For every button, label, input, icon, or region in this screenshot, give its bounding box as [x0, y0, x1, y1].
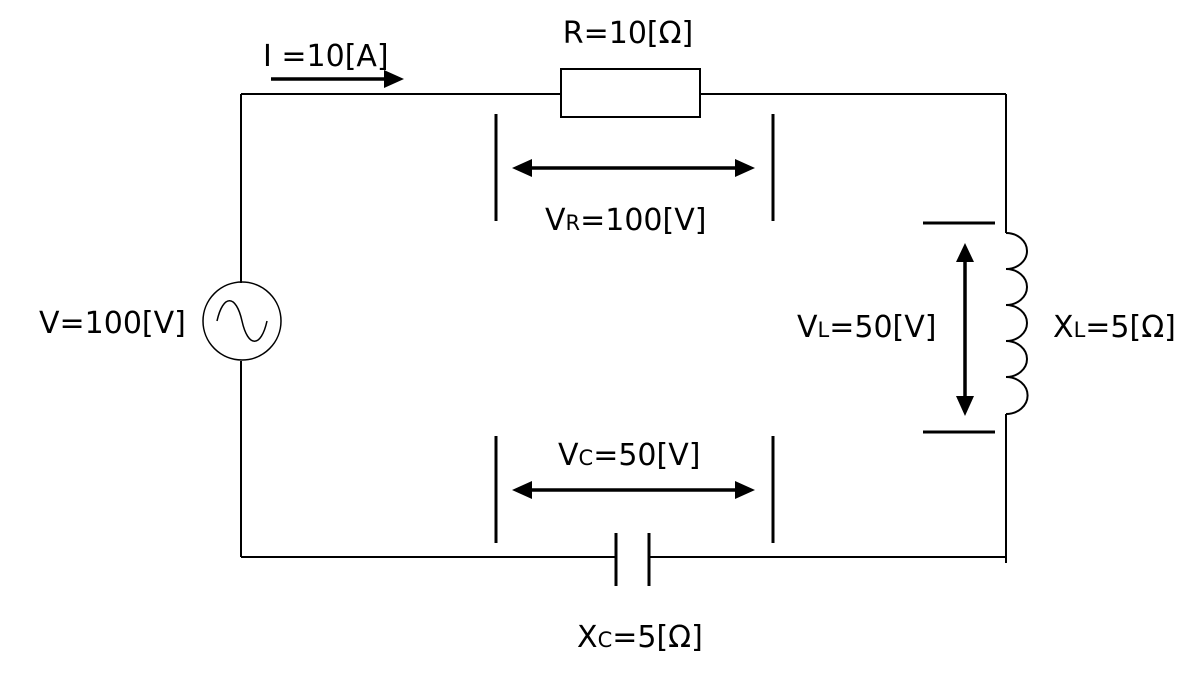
vl-label: VL=50[V]	[797, 310, 936, 345]
vl-double-arrow	[956, 243, 974, 416]
capacitor-symbol	[614, 533, 651, 586]
xl-label: XL=5[Ω]	[1053, 310, 1176, 345]
xc-label: XC=5[Ω]	[577, 620, 703, 655]
current-arrow	[271, 70, 404, 88]
circuit-wires	[240, 93, 1007, 563]
vc-double-arrow	[512, 481, 755, 499]
vl-measurement	[923, 221, 995, 434]
ac-source-symbol	[202, 281, 282, 361]
current-label: I =10[A]	[263, 39, 389, 74]
vr-measurement	[494, 114, 775, 221]
inductor-symbol	[1005, 232, 1029, 415]
resistance-label: R=10[Ω]	[563, 16, 694, 51]
vc-label: VC=50[V]	[558, 438, 700, 473]
vr-double-arrow	[512, 159, 755, 177]
vr-label: VR=100[V]	[545, 203, 706, 238]
resistor-symbol	[560, 68, 701, 118]
vc-measurement	[494, 436, 775, 543]
source-voltage-label: V=100[V]	[39, 306, 186, 341]
